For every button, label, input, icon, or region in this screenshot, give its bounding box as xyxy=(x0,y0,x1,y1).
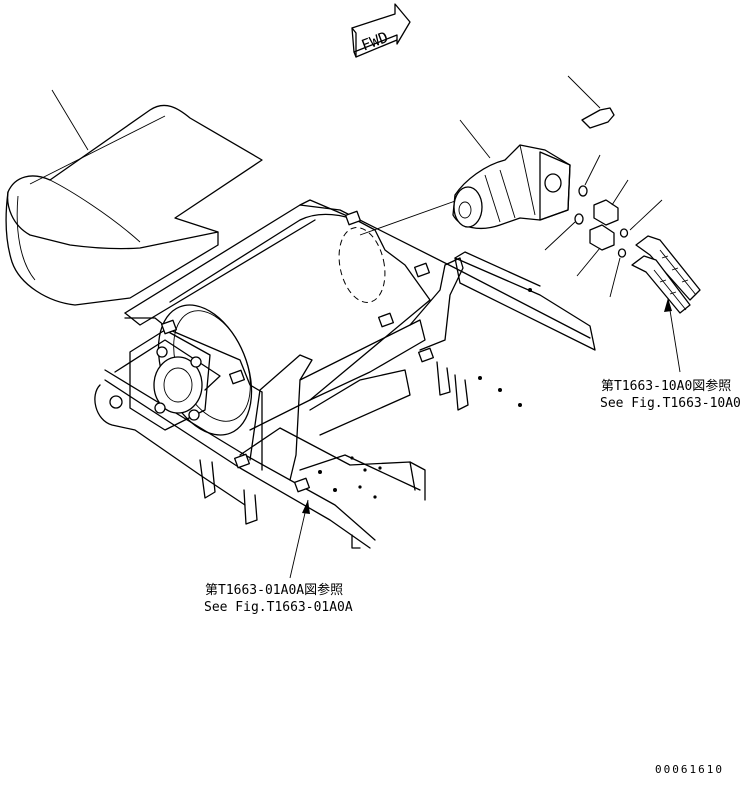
support-brackets xyxy=(124,257,469,549)
fittings-and-orings xyxy=(544,154,663,298)
motor-mounting-bolt xyxy=(567,75,615,129)
hydraulic-motor xyxy=(452,119,571,229)
reference-label-1: 第T1663-10A0図参照 See Fig.T1663-10A0 xyxy=(600,378,741,411)
fwd-arrow-marker: FWD xyxy=(351,3,411,58)
belt-cover-sheet xyxy=(5,89,263,306)
bearing-hub xyxy=(129,329,211,431)
reference-leaders xyxy=(289,297,681,579)
frame-holes xyxy=(318,288,532,499)
frame-bolts xyxy=(161,210,434,493)
reference-2-en: See Fig.T1663-01A0A xyxy=(204,600,353,615)
reference-1-en: See Fig.T1663-10A0 xyxy=(600,396,741,411)
reference-2-jp: 第T1663-01A0A図参照 xyxy=(205,582,343,598)
reference-label-2: 第T1663-01A0A図参照 See Fig.T1663-01A0A xyxy=(204,582,353,615)
drawing-code: 00061610 xyxy=(655,763,724,776)
hydraulic-hoses xyxy=(631,235,701,314)
reference-1-jp: 第T1663-10A0図参照 xyxy=(601,378,731,394)
